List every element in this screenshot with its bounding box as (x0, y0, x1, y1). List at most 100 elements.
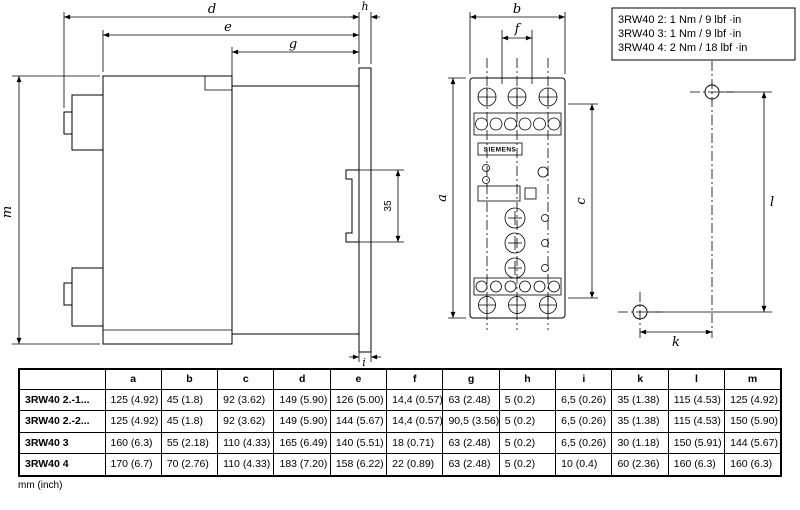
table-header-cell: i (555, 368, 613, 390)
dim-label-h: h (361, 0, 368, 13)
dimension-value-cell: 5 (0.2) (498, 453, 557, 476)
table-row: 3RW40 2.-1... 125 (4.92) 45 (1.8)92 (3.62)… (18, 388, 782, 411)
row-label: 3RW40 2.-1... (18, 388, 106, 411)
dimension-value-cell: 6,5 (0.26) (555, 388, 613, 411)
display (477, 185, 521, 202)
side-view-dimensions (12, 12, 404, 362)
dimension-value-cell: 63 (2.48) (442, 431, 500, 454)
dimension-value-cell: 22 (0.89) (386, 453, 444, 476)
top-screws (477, 87, 558, 107)
terminal-cover-top (71, 94, 103, 151)
dim-label-b: b (513, 2, 521, 17)
dimension-value-cell: 144 (5.67) (329, 410, 388, 433)
hole-dimensions (640, 91, 772, 335)
units-note: mm (inch) (18, 479, 63, 491)
dimension-value-cell: 110 (4.33) (217, 431, 275, 454)
front-view-dimensions (448, 12, 598, 319)
dimension-value-cell: 170 (6.7) (104, 453, 162, 476)
dimension-value-cell: 183 (7.20) (273, 453, 331, 476)
dimension-value-cell: 160 (6.3) (104, 431, 162, 454)
dimension-value-cell: 10 (0.4) (555, 453, 613, 476)
dimension-value-cell: 160 (6.3) (724, 453, 782, 476)
dimension-value-cell: 5 (0.2) (498, 388, 557, 411)
dim-label-e: e (224, 20, 232, 35)
upper-terminal-band (473, 112, 562, 136)
dimension-value-cell: 149 (5.90) (273, 410, 331, 433)
table-header-cell: m (724, 368, 782, 390)
table-header-cell: f (386, 368, 444, 390)
table-header-cell: c (217, 368, 275, 390)
table-header-cell: k (611, 368, 669, 390)
terminal-hook-bottom (63, 282, 73, 306)
dimension-value-cell: 55 (2.18) (160, 431, 219, 454)
center-lines (486, 58, 549, 330)
terminal-cover-bottom (71, 267, 103, 327)
dimension-value-cell: 14,4 (0.57) (386, 388, 444, 411)
table-header-cell: d (273, 368, 331, 390)
dimension-value-cell: 35 (1.38) (611, 410, 669, 433)
side-view-dim-labels: d e g h m 35 i (0, 0, 394, 366)
table-corner-cell (18, 368, 106, 390)
table-header-cell: b (160, 368, 219, 390)
dimension-value-cell: 70 (2.76) (160, 453, 219, 476)
dimension-value-cell: 63 (2.48) (442, 453, 500, 476)
table-header-cell: h (498, 368, 557, 390)
dim-label-m: m (0, 206, 15, 218)
hole-center-lines (618, 61, 734, 338)
dimension-value-cell: 165 (6.49) (273, 431, 331, 454)
torque-note-line: 3RW40 3: 1 Nm / 9 lbf ·in (618, 28, 741, 40)
dimension-value-cell: 115 (4.53) (667, 388, 726, 411)
dimension-value-cell: 6,5 (0.26) (555, 410, 613, 433)
table-header-cell: l (667, 368, 726, 390)
bottom-screws (478, 296, 557, 314)
dimension-value-cell: 92 (3.62) (217, 410, 275, 433)
dimension-value-cell: 150 (5.90) (724, 410, 782, 433)
dimension-value-cell: 5 (0.2) (498, 431, 557, 454)
din-rail (345, 169, 359, 243)
dimension-value-cell: 45 (1.8) (160, 388, 219, 411)
torque-note-line: 3RW40 4: 2 Nm / 18 lbf ·in (618, 42, 747, 54)
dim-label-l: l (770, 195, 774, 210)
dimension-value-cell: 158 (6.22) (329, 453, 388, 476)
mounting-plate (358, 67, 372, 353)
dimension-value-cell: 160 (6.3) (667, 453, 726, 476)
dimension-value-cell: 126 (5.00) (329, 388, 388, 411)
dim-label-i: i (362, 356, 366, 366)
mounting-holes (618, 61, 734, 338)
dimension-value-cell: 90,5 (3.56) (442, 410, 500, 433)
hole-dim-labels: l k (672, 195, 774, 350)
dimension-value-cell: 110 (4.33) (217, 453, 275, 476)
side-view-body (102, 75, 233, 345)
dimension-value-cell: 63 (2.48) (442, 388, 500, 411)
dimension-value-cell: 45 (1.8) (160, 410, 219, 433)
brand-label: SIEMENS (484, 147, 517, 154)
dim-label-d: d (208, 2, 216, 17)
dimension-value-cell: 144 (5.67) (724, 431, 782, 454)
side-view (63, 67, 372, 353)
dimension-value-cell: 5 (0.2) (498, 410, 557, 433)
dimension-table-body: 3RW40 2.-1... 125 (4.92) 45 (1.8)92 (3.62)… (18, 388, 782, 476)
dimension-value-cell: 149 (5.90) (273, 388, 331, 411)
reset-button (524, 187, 537, 200)
row-label: 3RW40 3 (18, 431, 106, 454)
front-device-outline (469, 77, 566, 319)
dimension-value-cell: 115 (4.53) (667, 410, 726, 433)
dimension-value-cell: 35 (1.38) (611, 388, 669, 411)
dimension-value-cell: 30 (1.18) (611, 431, 669, 454)
dimension-value-cell: 125 (4.92) (724, 388, 782, 411)
table-header-cell: g (442, 368, 500, 390)
dim-label-k: k (672, 335, 680, 350)
table-header-cell: e (329, 368, 388, 390)
dimension-value-cell: 60 (2.36) (611, 453, 669, 476)
table-row: 3RW40 2.-2...125 (4.92)45 (1.8)92 (3.62)… (18, 410, 782, 433)
front-view-dim-labels: b f a c (435, 2, 589, 205)
torque-note: 3RW40 2: 1 Nm / 9 lbf ·in 3RW40 3: 1 Nm … (611, 7, 796, 61)
row-label: 3RW40 4 (18, 453, 106, 476)
dim-label-rail-height: 35 (383, 200, 394, 212)
dimension-value-cell: 92 (3.62) (217, 388, 275, 411)
lower-terminal-band (473, 277, 562, 296)
